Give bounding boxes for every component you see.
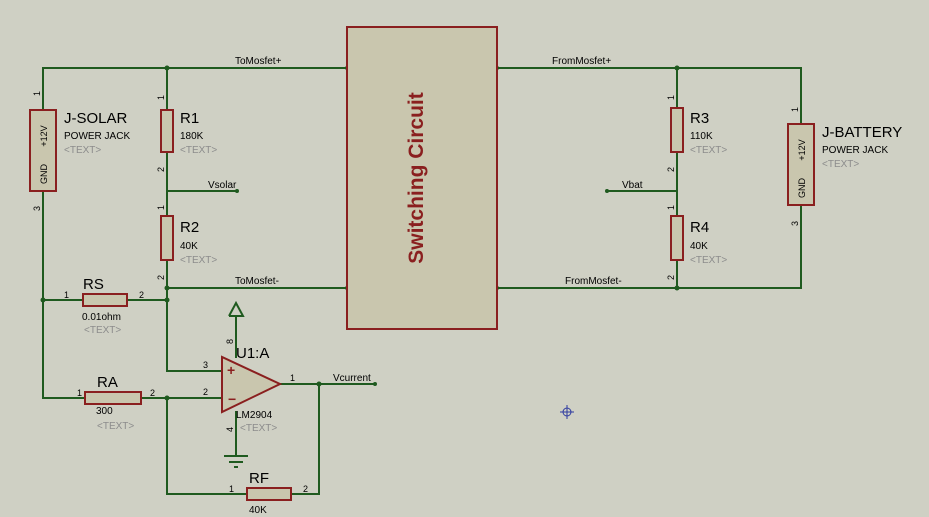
ra-pin-2: 2	[150, 388, 155, 398]
resistor-r4[interactable]: 1 2 R4 40K <TEXT>	[666, 205, 727, 280]
j-battery-pin-3: 3	[790, 221, 800, 226]
j-solar-connector[interactable]: +12V GND 1 3 J-SOLAR POWER JACK <TEXT>	[29, 87, 130, 211]
net-label-vbat: Vbat	[622, 180, 643, 191]
j-battery-ref: J-BATTERY	[822, 124, 902, 141]
r4-ref: R4	[690, 219, 709, 236]
j-solar-ref: J-SOLAR	[64, 110, 128, 127]
resistor-r1[interactable]: 1 2 R1 180K <TEXT>	[156, 95, 217, 172]
r1-text: <TEXT>	[180, 145, 217, 156]
opamp-text: <TEXT>	[240, 423, 277, 434]
r3-pin-1: 1	[666, 95, 676, 100]
j-solar-pin-3: 3	[32, 206, 42, 211]
resistor-rf[interactable]: 1 2 RF 40K	[229, 470, 308, 516]
net-label-tomosfet-neg: ToMosfet-	[235, 276, 279, 287]
rs-text: <TEXT>	[84, 325, 121, 336]
opamp-plus-sign: +	[227, 362, 235, 378]
r4-text: <TEXT>	[690, 255, 727, 266]
r2-text: <TEXT>	[180, 255, 217, 266]
ground-icon[interactable]	[224, 455, 248, 468]
resistor-r2[interactable]: 1 2 R2 40K <TEXT>	[156, 205, 217, 280]
r3-text: <TEXT>	[690, 145, 727, 156]
rs-ref: RS	[83, 276, 104, 293]
rf-value: 40K	[249, 505, 267, 516]
opamp-pin-4: 4	[225, 427, 235, 432]
j-solar-value: POWER JACK	[64, 131, 130, 142]
rs-pin-1: 1	[64, 290, 69, 300]
net-label-frommosfet-pos: FromMosfet+	[552, 56, 611, 67]
r4-pin-2: 2	[666, 275, 676, 280]
opamp-value: LM2904	[236, 410, 273, 421]
ra-value: 300	[96, 406, 113, 417]
ra-pin-1: 1	[77, 388, 82, 398]
origin-marker-icon	[560, 405, 574, 419]
j-solar-text: <TEXT>	[64, 145, 101, 156]
rs-pin-2: 2	[139, 290, 144, 300]
r1-pin-1: 1	[156, 95, 166, 100]
net-label-tomosfet-pos: ToMosfet+	[235, 56, 282, 67]
opamp-pin-3: 3	[203, 360, 208, 370]
opamp-pin-1: 1	[290, 373, 295, 383]
r1-value: 180K	[180, 131, 204, 142]
r3-ref: R3	[690, 110, 709, 127]
resistor-ra[interactable]: 1 2 RA 300 <TEXT>	[77, 374, 155, 432]
opamp-u1a[interactable]: + − 3 2 1 8 4 U1:A LM2904 <TEXT>	[203, 339, 295, 434]
j-solar-pin-1: 1	[32, 91, 42, 96]
rf-pin-2: 2	[303, 484, 308, 494]
r1-ref: R1	[180, 110, 199, 127]
switching-circuit-block[interactable]: Switching Circuit	[346, 26, 498, 330]
power-supply-icon[interactable]	[228, 300, 245, 317]
opamp-ref: U1:A	[236, 345, 269, 362]
r3-value: 110K	[690, 131, 713, 142]
resistor-rs[interactable]: 1 2 RS 0.01ohm <TEXT>	[64, 276, 144, 336]
r2-pin-2: 2	[156, 275, 166, 280]
rs-value: 0.01ohm	[82, 312, 121, 323]
rf-pin-1: 1	[229, 484, 234, 494]
j-battery-pin-label-bottom: GND	[797, 178, 807, 199]
opamp-minus-sign: −	[228, 391, 236, 407]
j-solar-pin-label-top: +12V	[39, 125, 49, 146]
j-battery-text: <TEXT>	[822, 159, 859, 170]
r2-pin-1: 1	[156, 205, 166, 210]
r2-ref: R2	[180, 219, 199, 236]
j-solar-pin-label-bottom: GND	[39, 164, 49, 185]
ra-ref: RA	[97, 374, 118, 391]
ra-text: <TEXT>	[97, 421, 134, 432]
opamp-pin-2: 2	[203, 387, 208, 397]
j-battery-pin-label-top: +12V	[797, 139, 807, 160]
net-label-vsolar: Vsolar	[208, 180, 237, 191]
j-battery-connector[interactable]: +12V GND 1 3 J-BATTERY POWER JACK <TEXT>	[787, 107, 902, 226]
r3-pin-2: 2	[666, 167, 676, 172]
switching-circuit-title: Switching Circuit	[405, 92, 428, 264]
r2-value: 40K	[180, 241, 198, 252]
j-battery-pin-1: 1	[790, 107, 800, 112]
net-label-frommosfet-neg: FromMosfet-	[565, 276, 622, 287]
opamp-pin-8: 8	[225, 339, 235, 344]
r4-value: 40K	[690, 241, 708, 252]
j-battery-value: POWER JACK	[822, 145, 888, 156]
resistor-r3[interactable]: 1 2 R3 110K <TEXT>	[666, 95, 727, 172]
net-label-vcurrent: Vcurrent	[333, 373, 371, 384]
rf-ref: RF	[249, 470, 269, 487]
r1-pin-2: 2	[156, 167, 166, 172]
r4-pin-1: 1	[666, 205, 676, 210]
